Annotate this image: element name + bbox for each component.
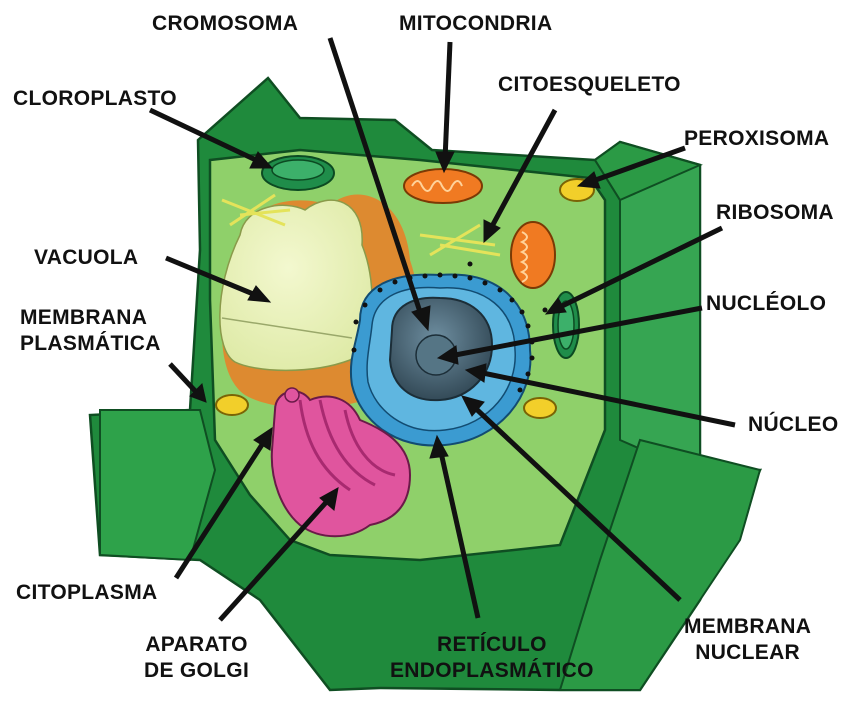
mitochondrion [404,169,482,203]
label-vacuola-text: VACUOLA [34,245,138,271]
arrow-mitocondria [436,42,454,172]
label-membrana-plasmatica-line2: PLASMÁTICA [20,331,161,357]
label-citoesqueleto-text: CITOESQUELETO [498,72,681,98]
label-cromosoma-text: CROMOSOMA [152,11,298,37]
label-reticulo-line1: RETÍCULO [390,632,594,658]
label-membrana-plasmatica: MEMBRANA PLASMÁTICA [20,305,161,357]
label-cloroplasto-text: CLOROPLASTO [13,86,177,112]
label-peroxisoma-text: PEROXISOMA [684,126,829,152]
label-ribosoma-text: RIBOSOMA [716,200,834,226]
label-nucleolo-text: NUCLÉOLO [706,291,826,317]
label-membrana-nuclear-line1: MEMBRANA [684,614,811,640]
label-vacuola: VACUOLA [34,245,138,271]
label-membrana-nuclear-line2: NUCLEAR [684,640,811,666]
label-cloroplasto: CLOROPLASTO [13,86,177,112]
label-reticulo-line2: ENDOPLASMÁTICO [390,658,594,684]
label-mitocondria: MITOCONDRIA [399,11,552,37]
mitochondrion-2 [511,222,555,288]
label-peroxisoma: PEROXISOMA [684,126,829,152]
label-reticulo-endoplasmatico: RETÍCULO ENDOPLASMÁTICO [390,632,594,684]
peroxisome-3 [524,398,556,418]
label-membrana-nuclear: MEMBRANA NUCLEAR [684,614,811,666]
label-citoesqueleto: CITOESQUELETO [498,72,681,98]
label-membrana-plasmatica-line1: MEMBRANA [20,305,161,331]
label-aparato-golgi-line1: APARATO [144,632,249,658]
label-ribosoma: RIBOSOMA [716,200,834,226]
label-aparato-golgi-line2: DE GOLGI [144,658,249,684]
label-aparato-golgi: APARATO DE GOLGI [144,632,249,684]
label-nucleo: NÚCLEO [748,412,838,438]
label-nucleolo: NUCLÉOLO [706,291,826,317]
label-mitocondria-text: MITOCONDRIA [399,11,552,37]
peroxisome-2 [216,395,248,415]
label-citoplasma: CITOPLASMA [16,580,157,606]
chloroplast [262,156,334,190]
label-nucleo-text: NÚCLEO [748,412,838,438]
label-citoplasma-text: CITOPLASMA [16,580,157,606]
label-cromosoma: CROMOSOMA [152,11,298,37]
